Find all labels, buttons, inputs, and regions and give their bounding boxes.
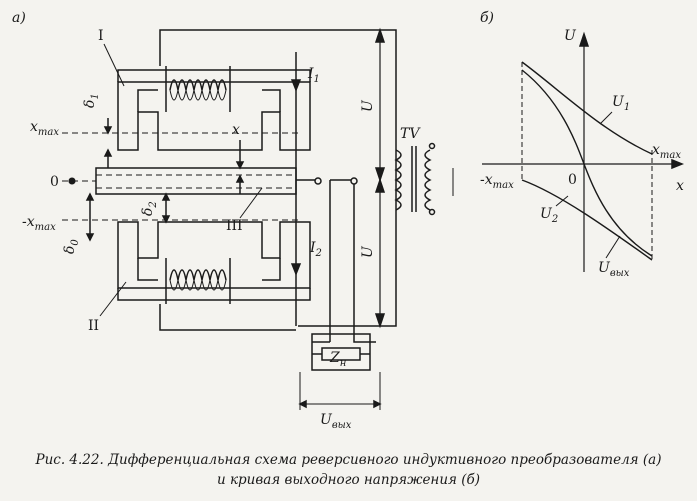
- i2-label: I2: [309, 240, 322, 259]
- u2-label: U2: [540, 206, 558, 225]
- load-resistor: [311, 333, 371, 371]
- panel-b-label: б): [480, 10, 494, 26]
- graph-neg-x-max-label: -xmax: [480, 172, 514, 191]
- current-arrows: [290, 79, 302, 277]
- x-axis-label: x: [676, 178, 684, 194]
- caption-line-1: Рис. 4.22. Дифференциальная схема реверс…: [35, 452, 662, 468]
- load-label: Zн: [329, 350, 346, 369]
- gap-arrows: [85, 118, 245, 242]
- u1-label: U1: [612, 94, 630, 113]
- uout-label: Uвых: [320, 412, 352, 431]
- armature: [95, 167, 297, 195]
- panel-a-label: а): [12, 10, 26, 26]
- delta1-label: δ1: [82, 93, 101, 108]
- delta0-label: δ0: [62, 239, 81, 254]
- neg-x-max-label: -xmax: [22, 214, 56, 233]
- zero-label: 0: [50, 174, 59, 190]
- tv-label: TV: [400, 126, 421, 142]
- curve-uout: [521, 69, 653, 257]
- transformer: [394, 142, 454, 216]
- lower-coil: [165, 258, 231, 304]
- core-top-label: I: [98, 28, 104, 44]
- i1-label: I1: [307, 66, 320, 85]
- graph-x-max-label: xmax: [652, 142, 681, 161]
- graph-axes: [482, 31, 685, 272]
- u-axis-label: U: [564, 28, 577, 44]
- x-max-label: xmax: [30, 119, 59, 138]
- u-top-label: U: [360, 99, 376, 112]
- lower-core: [117, 221, 311, 301]
- zero-point: [68, 177, 76, 185]
- graph-curves: [521, 61, 653, 261]
- upper-coil: [165, 66, 231, 112]
- figure-drawing: а): [12, 10, 685, 431]
- node-left: [314, 177, 322, 185]
- circuit-wires: [159, 29, 397, 343]
- x-label: x: [232, 122, 240, 138]
- voltage-arrows: [374, 27, 386, 329]
- u-bottom-label: U: [360, 245, 376, 258]
- graph-zero-label: 0: [568, 172, 577, 188]
- uout-curve-label: Uвых: [598, 260, 630, 279]
- upper-core: [117, 69, 311, 151]
- uout-dimension: [298, 372, 382, 410]
- graph-limits: [521, 62, 653, 262]
- curve-u1: [521, 61, 653, 155]
- delta2-label: δ2: [140, 201, 159, 216]
- caption-line-2: и кривая выходного напряжения (б): [216, 472, 481, 488]
- curve-u2: [521, 179, 653, 261]
- core-bottom-label: II: [88, 318, 99, 334]
- armature-label: III: [226, 218, 243, 234]
- node-right: [350, 177, 358, 185]
- reference-lines: [62, 132, 300, 221]
